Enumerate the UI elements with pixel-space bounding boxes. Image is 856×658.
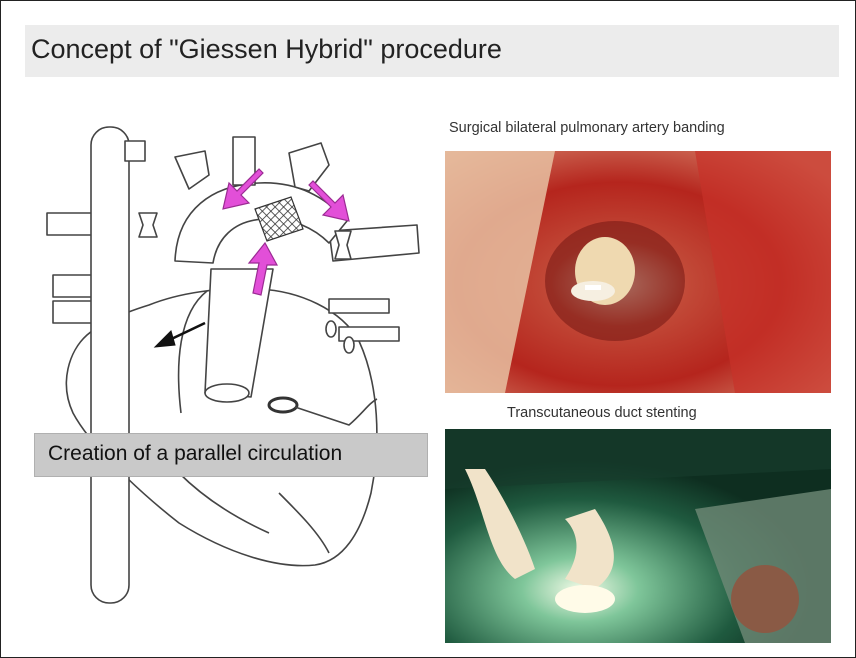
arch-branch-3	[289, 143, 329, 191]
vena-cava-cap	[125, 141, 145, 161]
duct-stenting-photo	[445, 429, 831, 643]
surgical-banding-photo	[445, 151, 831, 393]
band-left	[139, 213, 157, 237]
slide-title: Concept of "Giessen Hybrid" procedure	[31, 34, 502, 65]
parallel-circulation-label: Creation of a parallel circulation	[34, 433, 428, 477]
arch-branch-1	[175, 151, 209, 189]
title-bar: Concept of "Giessen Hybrid" procedure	[25, 25, 839, 77]
parallel-circulation-text: Creation of a parallel circulation	[48, 442, 342, 466]
heart-diagram	[29, 113, 431, 613]
photo-caption-stenting: Transcutaneous duct stenting	[507, 405, 697, 421]
small-vessel-2	[344, 337, 354, 353]
photo-caption-banding: Surgical bilateral pulmonary artery band…	[449, 120, 725, 136]
vena-cava	[91, 127, 129, 603]
small-vessel-1	[326, 321, 336, 337]
pulmonary-valve	[205, 384, 249, 402]
right-pulmonary-vein	[329, 299, 389, 313]
